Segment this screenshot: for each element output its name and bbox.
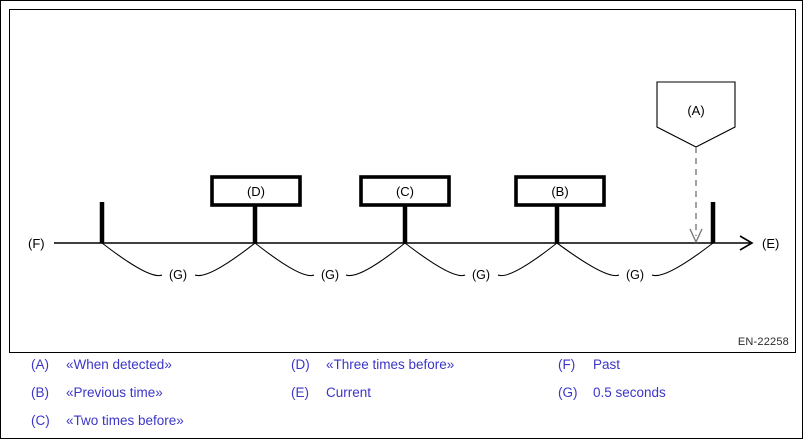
figure-reference-number: EN-22258: [737, 336, 789, 348]
legend-text: Current: [326, 385, 372, 400]
legend-key: (B): [31, 385, 49, 400]
legend-item: (E) Current: [291, 385, 454, 413]
legend-key: (C): [31, 413, 50, 428]
axis-label-current: (E): [762, 236, 779, 251]
timeline-diagram: (D) (C) (B) (A) (G) (G) (G): [28, 81, 779, 282]
legend-item: (F) Past: [558, 357, 666, 385]
legend-item: (G) 0.5 seconds: [558, 385, 666, 413]
legend-text: «When detected»: [66, 357, 172, 372]
axis-label-past: (F): [28, 236, 45, 251]
event-box-b: [514, 175, 606, 207]
legend-key: (D): [291, 357, 310, 372]
interval-arc-3-left: [404, 242, 466, 277]
event-box-c: [359, 175, 451, 207]
legend-item: (A) «When detected»: [31, 357, 184, 385]
legend-key: (A): [31, 357, 49, 372]
interval-arc-2-left: [254, 242, 315, 277]
interval-label-4: (G): [626, 268, 644, 282]
interval-arc-1-left: [101, 242, 163, 277]
legend-key: (F): [558, 357, 576, 372]
interval-arc-3-right: [497, 242, 558, 277]
interval-arc-1-right: [194, 242, 256, 277]
legend-text: Past: [593, 357, 621, 372]
legend-column-3: (F) Past (G) 0.5 seconds: [558, 357, 666, 413]
legend-text: «Previous time»: [66, 385, 163, 400]
callout-pentagon-a: [656, 81, 736, 148]
figure-panel: (D) (C) (B) (A) (G) (G) (G): [9, 9, 796, 353]
event-box-c-label: (C): [396, 184, 414, 199]
interval-label-2: (G): [321, 268, 339, 282]
legend-text: «Two times before»: [66, 413, 184, 428]
event-box-d-label: (D): [247, 184, 265, 199]
legend-item: (B) «Previous time»: [31, 385, 184, 413]
legend-column-2: (D) «Three times before» (E) Current: [291, 357, 454, 413]
callout-a-label: (A): [687, 103, 704, 118]
interval-arc-4-left: [556, 242, 620, 277]
axis-arrowhead-icon: [739, 235, 754, 251]
interval-label-3: (G): [472, 268, 490, 282]
legend-key: (E): [291, 385, 309, 400]
legend-key: (G): [558, 385, 578, 400]
legend-text: 0.5 seconds: [593, 385, 666, 400]
legend-item: (C) «Two times before»: [31, 413, 184, 441]
legend-item: (D) «Three times before»: [291, 357, 454, 385]
interval-arc-4-right: [651, 242, 714, 277]
legend-text: «Three times before»: [326, 357, 455, 372]
event-box-d: [210, 175, 302, 207]
legend: (A) «When detected» (B) «Previous time» …: [1, 357, 803, 437]
interval-label-1: (G): [169, 268, 187, 282]
legend-column-1: (A) «When detected» (B) «Previous time» …: [31, 357, 184, 441]
event-box-b-label: (B): [551, 184, 568, 199]
callout-arrowhead-icon: [689, 228, 703, 244]
interval-arc-2-right: [345, 242, 406, 277]
